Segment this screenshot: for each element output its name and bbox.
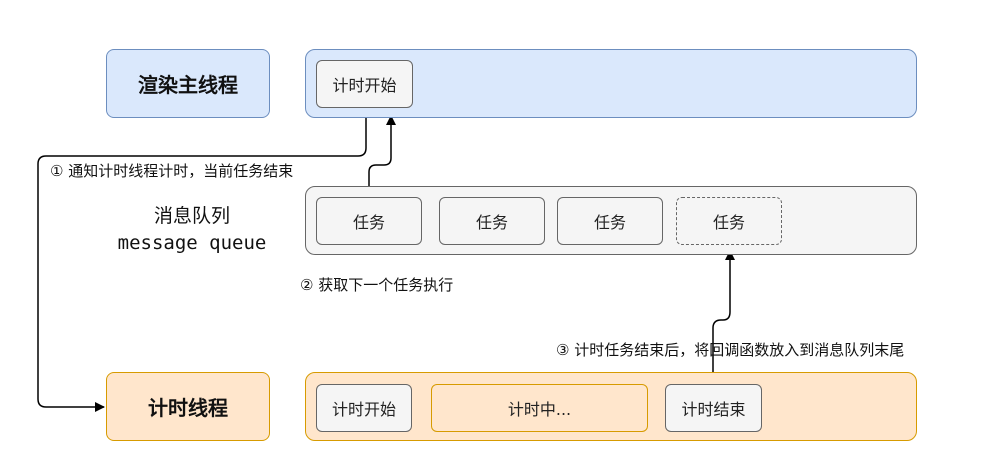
render-thread-label: 渲染主线程 [106, 49, 270, 118]
queue-task-callback: 任务 [676, 197, 782, 245]
queue-task-3-text: 任务 [593, 213, 626, 232]
note-step3: ③ 计时任务结束后，将回调函数放入到消息队列末尾 [556, 341, 905, 359]
queue-task-callback-text: 任务 [712, 213, 745, 232]
timer-start-text: 计时开始 [331, 400, 396, 419]
queue-label: 消息队列 message queue [96, 200, 288, 260]
arrow-enqueue-callback [712, 250, 735, 384]
queue-label-zh: 消息队列 [153, 205, 230, 227]
queue-label-en: message queue [117, 232, 267, 254]
queue-task-2: 任务 [439, 197, 545, 245]
queue-task-2-text: 任务 [475, 213, 508, 232]
timer-start-chip: 计时开始 [316, 384, 412, 432]
queue-task-3: 任务 [557, 197, 663, 245]
render-timer-start-chip: 计时开始 [316, 60, 413, 108]
queue-task-1-text: 任务 [352, 213, 385, 232]
timer-running-chip: 计时中... [431, 384, 648, 432]
render-thread-label-text: 渲染主线程 [138, 73, 238, 97]
timer-thread-label: 计时线程 [106, 372, 270, 441]
timer-end-chip: 计时结束 [665, 384, 762, 432]
timer-end-text: 计时结束 [681, 400, 746, 419]
arrow-next-task [368, 115, 396, 196]
render-timer-start-text: 计时开始 [332, 76, 397, 95]
queue-task-1: 任务 [316, 197, 422, 245]
timer-thread-label-text: 计时线程 [148, 396, 228, 420]
note-step1: ① 通知计时线程计时，当前任务结束 [50, 162, 294, 180]
arrow-notify-timer [37, 108, 367, 412]
note-step2: ② 获取下一个任务执行 [300, 276, 454, 294]
timer-running-text: 计时中... [507, 400, 572, 419]
